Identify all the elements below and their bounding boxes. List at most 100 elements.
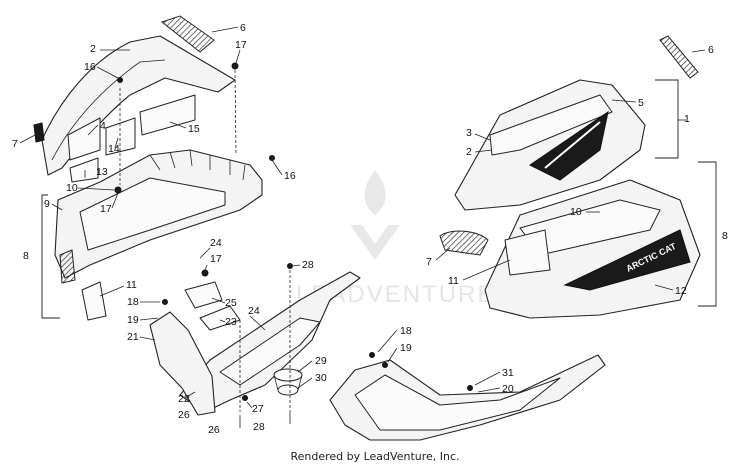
callout-25: 25: [225, 297, 237, 309]
leader-4: [87, 124, 99, 136]
callout-11: 11: [448, 275, 459, 287]
callout-21: 22: [178, 393, 190, 405]
leader-18b: [387, 347, 398, 363]
side-panel-decal-part-12: [563, 229, 691, 291]
leader-11b: [462, 259, 511, 281]
callout-22: 23: [225, 316, 237, 328]
lower-pan-mesh: [59, 249, 76, 284]
leader-22: [219, 319, 226, 323]
bushing-part-29: [273, 368, 303, 382]
callout-29: 29: [315, 355, 327, 367]
leader-25: [211, 297, 226, 304]
leader-16a: [96, 66, 119, 79]
bolt-part-16-mid: [269, 155, 275, 161]
bracket-right-8: [698, 161, 717, 307]
bolt-part-17-mid: [114, 186, 122, 194]
callout-17: 17: [235, 39, 247, 51]
leader-15: [169, 121, 187, 129]
callout-17: 17: [100, 203, 112, 215]
callout-20: 21: [127, 331, 139, 343]
callout-28: 28: [253, 421, 265, 433]
callout-26: 26: [178, 409, 190, 421]
callout-1: 1: [684, 113, 690, 125]
callout-19: 20: [502, 383, 514, 395]
callout-6: 6: [240, 22, 246, 34]
decal-part-13: [69, 157, 99, 183]
leader-14: [114, 137, 119, 149]
callout-5: 5: [638, 97, 644, 109]
leader-7a: [19, 134, 36, 144]
leader-17d: [377, 329, 398, 353]
leader-31: [474, 371, 501, 386]
leader-17c: [204, 264, 208, 271]
callout-16: 16: [84, 61, 96, 73]
callout-30: 30: [315, 372, 327, 384]
leader-7b: [435, 247, 451, 261]
callout-18: 18: [127, 296, 139, 308]
callout-4: 4: [100, 120, 106, 132]
bolt-part-17-upper: [231, 62, 239, 70]
lower-skid-inner: [354, 374, 561, 431]
callout-27: 27: [252, 403, 264, 415]
callout-15: 15: [188, 123, 200, 135]
side-panel-part-11-right: [504, 229, 551, 276]
callout-12: 12: [675, 285, 687, 297]
bushing-part-30: [277, 384, 299, 396]
leader-lines: [19, 26, 706, 412]
leader-17b: [111, 192, 119, 209]
lower-pan-inner: [79, 177, 226, 251]
leader-3: [474, 133, 491, 141]
watermark-flame-icon: [364, 170, 386, 215]
callout-17: 18: [400, 325, 412, 337]
bellypan-inner: [219, 317, 321, 386]
decal-part-4: [67, 117, 101, 161]
bracket-right-1: [655, 79, 679, 159]
callout-11: 11: [126, 279, 137, 291]
bolt-part-28-top: [287, 263, 293, 269]
callout-13: 13: [96, 166, 108, 178]
bracket-left-8: [41, 194, 60, 319]
leader-21: [184, 391, 196, 399]
panel-part-11-left: [81, 281, 107, 321]
leader-20: [139, 336, 156, 341]
decal-part-15: [139, 94, 196, 136]
callout-14: 14: [108, 143, 120, 155]
upper-hood-left: [33, 15, 275, 321]
callout-7: 7: [426, 256, 432, 268]
leader-dashed-upper: [234, 69, 237, 156]
leader-10a: [77, 187, 116, 191]
callout-7: 7: [12, 138, 18, 150]
watermark-v-icon: [350, 225, 400, 260]
leader-19a: [139, 317, 159, 321]
leader-30: [297, 377, 313, 389]
bracket-part-25: [184, 281, 223, 309]
leader-9: [51, 203, 63, 211]
hood-inner-edge: [51, 59, 166, 161]
leader-6b: [691, 49, 706, 53]
side-panel-stripe: [544, 121, 601, 169]
side-panel-decal-part-3: [489, 94, 613, 156]
bracket-part-20: [149, 311, 216, 416]
leader-11a: [99, 285, 125, 297]
handle-part-7-left: [33, 122, 45, 143]
leader-29: [297, 360, 313, 373]
lower-pan-ribs: [149, 149, 246, 181]
leader-12: [654, 284, 674, 291]
leader-28a: [291, 264, 301, 267]
callout-2: 2: [90, 43, 96, 55]
bolt-part-31: [467, 385, 473, 391]
callout-18: 19: [400, 342, 412, 354]
leader-16b: [271, 159, 283, 176]
callout-3: 3: [466, 127, 472, 139]
callout-19: 19: [127, 314, 139, 326]
leader-5: [611, 99, 637, 103]
callout-2: 2: [466, 146, 472, 158]
callout-6: 6: [708, 44, 714, 56]
callout-9: 9: [44, 198, 50, 210]
leader-2b: [474, 149, 493, 153]
leader-17a: [235, 49, 241, 64]
bolt-part-17-right: [369, 352, 375, 358]
callout-28: 28: [302, 259, 314, 271]
handle-part-7-right: [439, 230, 489, 256]
